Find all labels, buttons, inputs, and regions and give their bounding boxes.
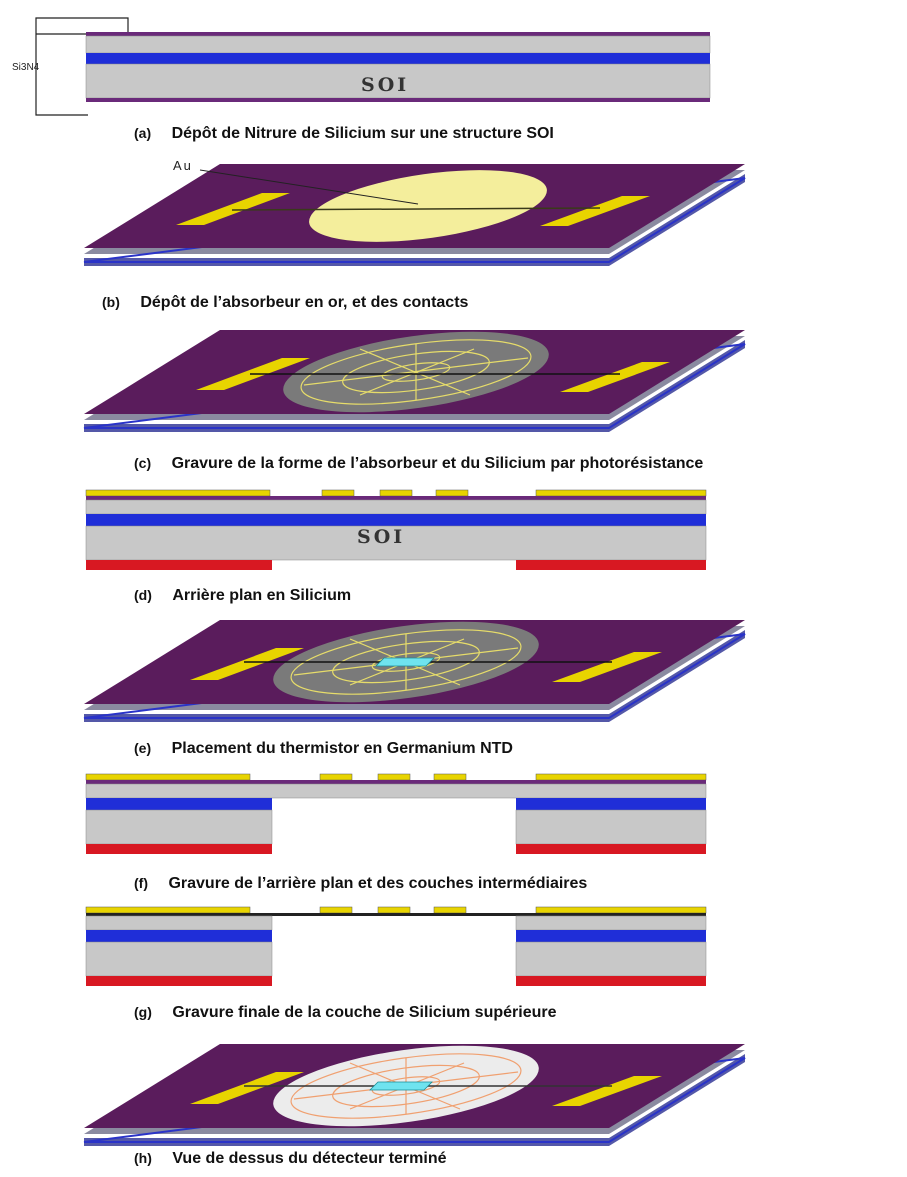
contact-left-g	[85, 906, 251, 914]
absorber-wire-b	[231, 207, 601, 211]
substrate-left-g	[85, 941, 273, 977]
step-g-cross-section	[85, 906, 707, 986]
substrate-right-f	[515, 809, 707, 845]
contact-pad-left-e	[190, 648, 304, 680]
oxide-layer	[86, 53, 710, 64]
contact-right-g	[535, 906, 707, 914]
oxide-right-g	[516, 930, 706, 942]
si3n4-label: Si3N4	[12, 62, 40, 73]
contact-left-f	[85, 773, 251, 781]
spiderweb-absorber-c	[300, 339, 532, 405]
caption-b-tag: (b)	[102, 294, 120, 310]
absorber-strip-1-f	[319, 773, 353, 781]
backside-mask-left-d	[86, 560, 272, 570]
nitride-top-f	[86, 780, 706, 784]
caption-e-text: Placement du thermistor en Germanium NTD	[172, 740, 513, 757]
absorber-strip-3-f	[433, 773, 467, 781]
ntd-thermistor-e	[375, 657, 435, 667]
caption-h-text: Vue de dessus du détecteur terminé	[172, 1150, 446, 1167]
caption-b-text: Dépôt de l’absorbeur en or, et des conta…	[140, 294, 468, 311]
contact-pad-left-h	[190, 1072, 304, 1104]
caption-d: (d) Arrière plan en Silicium	[134, 587, 351, 604]
caption-g: (g) Gravure finale de la couche de Silic…	[134, 1004, 557, 1021]
caption-g-tag: (g)	[134, 1004, 152, 1020]
caption-b: (b) Dépôt de l’absorbeur en or, et des c…	[102, 294, 469, 311]
contact-left-d	[85, 489, 271, 497]
silicon-top-d	[85, 499, 707, 515]
substrate-d	[85, 525, 707, 561]
oxide-d	[86, 514, 706, 526]
nitride-bottom-layer	[86, 98, 710, 102]
silicon-top-layer	[85, 35, 711, 54]
nitride-top-d	[86, 496, 706, 500]
absorber-strip-2-f	[377, 773, 411, 781]
soi-label-a: SOI	[361, 74, 409, 96]
caption-h: (h) Vue de dessus du détecteur terminé	[134, 1150, 447, 1167]
step-h-3d-view	[83, 1044, 746, 1146]
caption-f-text: Gravure de l’arrière plan et des couches…	[168, 875, 587, 892]
silicon-membrane-f	[85, 783, 707, 799]
au-label: Au	[173, 158, 193, 173]
oxide-left-g	[86, 930, 272, 942]
absorber-strip-2-d	[379, 489, 413, 497]
step-d-cross-section: SOI	[85, 489, 707, 570]
step-a-cross-section: Si3N4 SOI	[12, 17, 711, 116]
backside-mask-right-g	[516, 976, 706, 986]
silicon-top-right-g	[515, 915, 707, 931]
si3n4-bracket	[35, 17, 129, 116]
backside-mask-right-d	[516, 560, 706, 570]
ntd-thermistor-h	[369, 1081, 433, 1091]
silicon-substrate	[85, 63, 711, 99]
caption-c-tag: (c)	[134, 455, 151, 471]
contact-right-f	[535, 773, 707, 781]
substrate-right-g	[515, 941, 707, 977]
step-c-3d-view	[83, 330, 746, 432]
absorber-strip-3-d	[435, 489, 469, 497]
absorber-strip-1-g	[319, 906, 353, 914]
backside-mask-left-f	[86, 844, 272, 854]
caption-e: (e) Placement du thermistor en Germanium…	[134, 740, 513, 757]
step-f-cross-section	[85, 773, 707, 854]
contact-pad-right-c	[560, 362, 670, 392]
step-b-3d-view: Au	[83, 158, 746, 266]
substrate-left-f	[85, 809, 273, 845]
caption-c: (c) Gravure de la forme de l’absorbeur e…	[134, 455, 703, 472]
caption-g-text: Gravure finale de la couche de Silicium …	[172, 1004, 556, 1021]
backside-mask-left-g	[86, 976, 272, 986]
caption-d-tag: (d)	[134, 587, 152, 603]
oxide-right-f	[516, 798, 706, 810]
caption-h-tag: (h)	[134, 1150, 152, 1166]
silicon-top-left-g	[85, 915, 273, 931]
soi-label-d: SOI	[357, 526, 405, 548]
contact-pad-right-h	[552, 1076, 662, 1106]
caption-a-text: Dépôt de Nitrure de Silicium sur une str…	[172, 125, 554, 142]
gold-absorber	[309, 170, 547, 242]
contact-pad-left-b	[176, 193, 290, 225]
au-leader-line	[199, 169, 419, 205]
contact-pad-right-e	[552, 652, 662, 682]
nitride-top-layer	[86, 32, 710, 36]
caption-f: (f) Gravure de l’arrière plan et des cou…	[134, 875, 587, 892]
caption-a-tag: (a)	[134, 125, 151, 141]
caption-c-text: Gravure de la forme de l’absorbeur et du…	[172, 455, 704, 472]
oxide-left-f	[86, 798, 272, 810]
contact-pad-right-b	[540, 196, 650, 226]
step-e-3d-view	[83, 620, 746, 722]
caption-f-tag: (f)	[134, 875, 148, 891]
caption-d-text: Arrière plan en Silicium	[172, 587, 351, 604]
caption-a: (a) Dépôt de Nitrure de Silicium sur une…	[134, 125, 554, 142]
absorber-strip-1-d	[321, 489, 355, 497]
backside-mask-right-f	[516, 844, 706, 854]
nitride-membrane-g	[86, 913, 706, 916]
absorber-strip-3-g	[433, 906, 467, 914]
absorber-strip-2-g	[377, 906, 411, 914]
caption-e-tag: (e)	[134, 740, 151, 756]
contact-right-d	[535, 489, 707, 497]
